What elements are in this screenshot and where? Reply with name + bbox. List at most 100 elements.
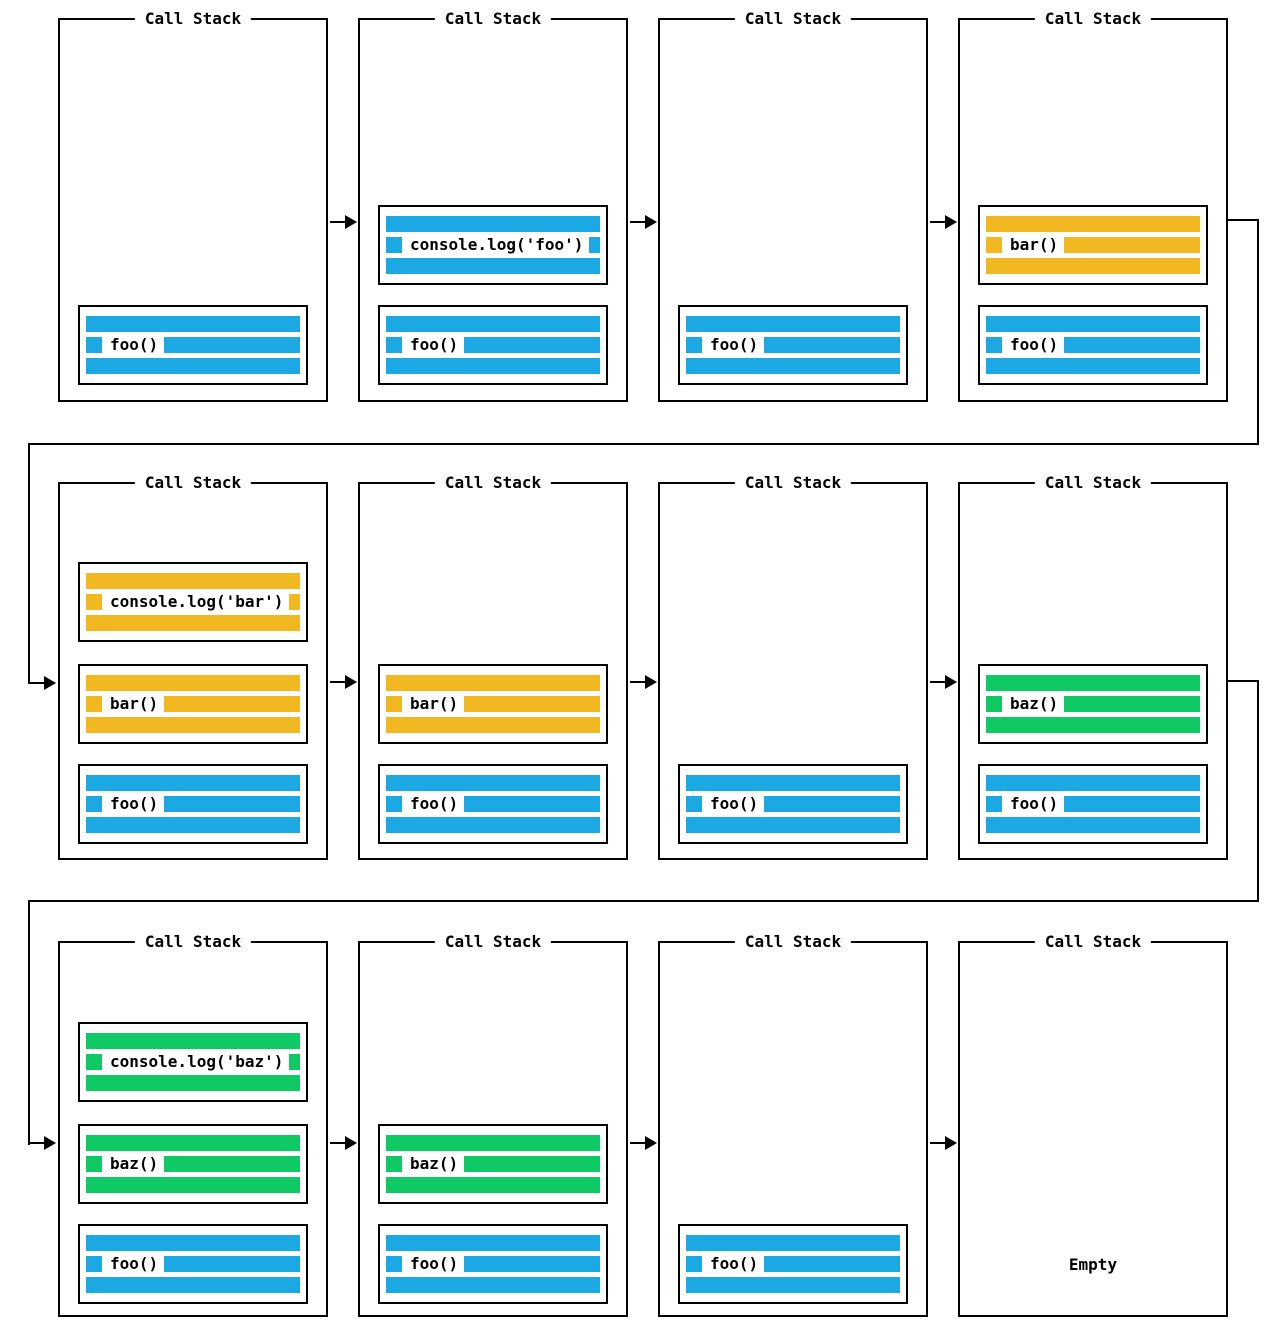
frame-bar-top: [386, 316, 600, 332]
frame-label: bar(): [102, 696, 165, 712]
frame-label: foo(): [402, 337, 465, 353]
frame-fill: [164, 696, 300, 712]
call-stack-panel-10: Call Stack baz() foo(): [358, 932, 628, 1317]
frame-bar-top: [86, 573, 300, 589]
panel-title: Call Stack: [134, 932, 252, 951]
arrow-right-icon: [44, 676, 56, 690]
frame-bar-top: [386, 675, 600, 691]
frame-bar-bottom: [686, 358, 900, 374]
stack-frame-foo: foo(): [378, 305, 608, 385]
frame-chip: [386, 1256, 402, 1272]
frame-bar-bottom: [86, 717, 300, 733]
frame-chip: [86, 594, 102, 610]
frame-bar-top: [86, 316, 300, 332]
stack-frame-bar: bar(): [978, 205, 1208, 285]
frame-fill: [464, 696, 600, 712]
frame-bar-label: foo(): [386, 796, 600, 812]
frame-bar-label: console.log('bar'): [86, 594, 300, 610]
frame-label: foo(): [702, 1256, 765, 1272]
frame-label: foo(): [1002, 796, 1065, 812]
frame-chip: [386, 237, 402, 253]
frame-fill: [464, 1256, 600, 1272]
stack-frame-foo: foo(): [78, 1224, 308, 1304]
frame-chip: [386, 696, 402, 712]
connector-segment: [1257, 219, 1259, 445]
stack-frame-foo: foo(): [378, 1224, 608, 1304]
stack-frame-foo: foo(): [78, 305, 308, 385]
frame-bar-bottom: [86, 817, 300, 833]
frame-bar-bottom: [86, 1075, 300, 1091]
frame-chip: [386, 1156, 402, 1172]
frame-bar-label: baz(): [986, 696, 1200, 712]
frame-bar-bottom: [986, 717, 1200, 733]
panel-title: Call Stack: [734, 932, 852, 951]
stack-frame-bar: bar(): [378, 664, 608, 744]
frame-bar-bottom: [386, 717, 600, 733]
frame-chip: [986, 696, 1002, 712]
frame-bar-label: foo(): [386, 337, 600, 353]
frame-bar-bottom: [386, 1277, 600, 1293]
call-stack-panel-6: Call Stack bar() foo(): [358, 473, 628, 860]
frame-label: foo(): [102, 1256, 165, 1272]
call-stack-panel-7: Call Stack foo(): [658, 473, 928, 860]
frame-bar-bottom: [86, 1177, 300, 1193]
frame-label: baz(): [102, 1156, 165, 1172]
frame-bar-top: [986, 216, 1200, 232]
frame-bar-bottom: [86, 358, 300, 374]
frame-chip: [386, 796, 402, 812]
frame-label: foo(): [702, 796, 765, 812]
frame-chip: [686, 1256, 702, 1272]
stack-frame-baz: baz(): [378, 1124, 608, 1204]
call-stack-panel-9: Call Stack console.log('baz') baz(): [58, 932, 328, 1317]
frame-bar-bottom: [686, 1277, 900, 1293]
frame-bar-label: foo(): [686, 337, 900, 353]
frame-chip: [386, 337, 402, 353]
frame-fill: [289, 1054, 300, 1070]
connector-segment: [28, 900, 1259, 902]
frame-fill: [464, 337, 600, 353]
frame-bar-bottom: [386, 358, 600, 374]
frame-fill: [1064, 796, 1200, 812]
frame-bar-label: foo(): [86, 337, 300, 353]
panel-title: Call Stack: [434, 932, 552, 951]
call-stack-panel-1: Call Stack foo(): [58, 9, 328, 402]
call-stack-panel-11: Call Stack foo(): [658, 932, 928, 1317]
frame-fill: [1064, 237, 1200, 253]
frame-bar-top: [86, 675, 300, 691]
frame-bar-bottom: [986, 258, 1200, 274]
frame-chip: [986, 337, 1002, 353]
frame-bar-top: [686, 775, 900, 791]
frame-bar-label: foo(): [86, 1256, 300, 1272]
frame-chip: [986, 796, 1002, 812]
frame-fill: [1064, 696, 1200, 712]
frame-label: bar(): [1002, 237, 1065, 253]
frame-bar-top: [86, 1033, 300, 1049]
panel-title: Call Stack: [434, 473, 552, 492]
stack-frame-foo: foo(): [678, 1224, 908, 1304]
connector-segment: [28, 443, 30, 684]
frame-bar-bottom: [386, 258, 600, 274]
frame-chip: [86, 1156, 102, 1172]
stack-frame-console-log-baz: console.log('baz'): [78, 1022, 308, 1102]
frame-bar-bottom: [86, 1277, 300, 1293]
frame-bar-top: [386, 1135, 600, 1151]
frame-bar-top: [986, 316, 1200, 332]
frame-chip: [686, 337, 702, 353]
stack-frame-bar: bar(): [78, 664, 308, 744]
stack-frame-foo: foo(): [978, 764, 1208, 844]
frame-chip: [86, 1054, 102, 1070]
stack-frame-baz: baz(): [78, 1124, 308, 1204]
panel-title: Call Stack: [1034, 9, 1152, 28]
frame-bar-label: foo(): [386, 1256, 600, 1272]
call-stack-panel-2: Call Stack console.log('foo') foo(): [358, 9, 628, 402]
panel-title: Call Stack: [134, 473, 252, 492]
stack-frame-foo: foo(): [378, 764, 608, 844]
frame-bar-bottom: [86, 615, 300, 631]
frame-label: foo(): [402, 796, 465, 812]
frame-fill: [764, 1256, 900, 1272]
frame-chip: [86, 337, 102, 353]
frame-bar-top: [986, 675, 1200, 691]
frame-bar-top: [686, 1235, 900, 1251]
stack-frame-console-log-foo: console.log('foo'): [378, 205, 608, 285]
